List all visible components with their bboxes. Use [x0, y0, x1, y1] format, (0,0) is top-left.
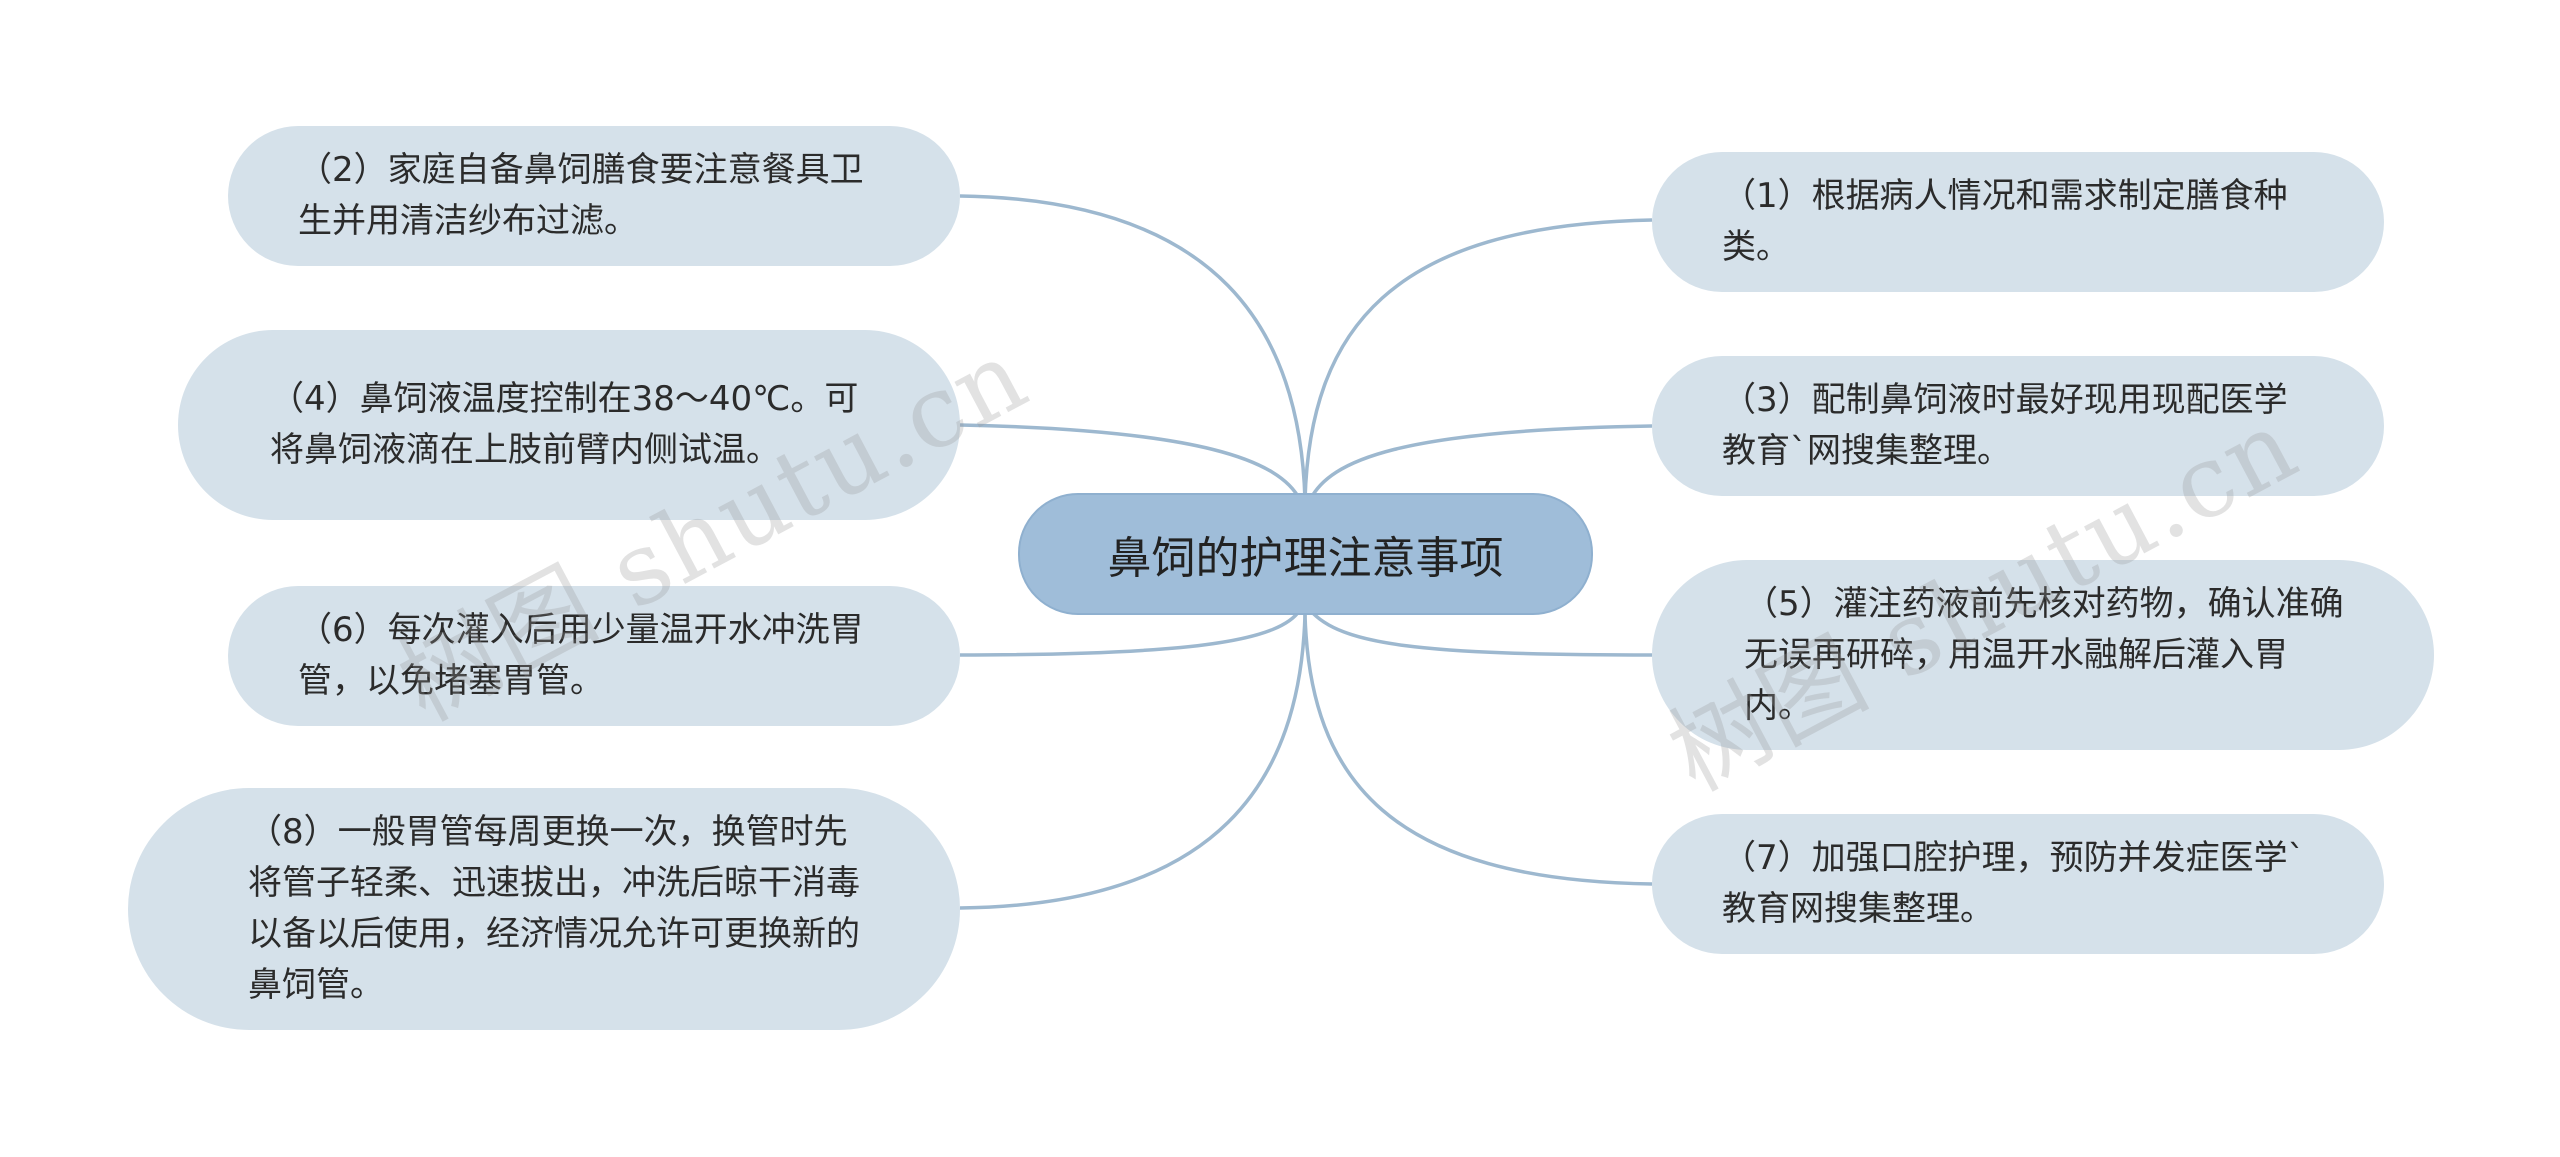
central-topic-label: 鼻饲的护理注意事项 [1107, 533, 1504, 584]
topic-node-6-text: （6）每次灌入后用少量温开水冲洗胃管，以免堵塞胃管。 [298, 610, 864, 701]
topic-node-7[interactable]: （7）加强口腔护理，预防并发症医学`教育网搜集整理。 [1652, 814, 2384, 954]
topic-node-5[interactable]: （5）灌注药液前先核对药物，确认准确无误再研碎，用温开水融解后灌入胃内。 [1652, 560, 2434, 750]
topic-node-3-text: （3）配制鼻饲液时最好现用现配医学教育`网搜集整理。 [1722, 380, 2288, 471]
topic-node-2-text: （2）家庭自备鼻饲膳食要注意餐具卫生并用清洁纱布过滤。 [298, 150, 864, 241]
topic-node-5-text: （5）灌注药液前先核对药物，确认准确无误再研碎，用温开水融解后灌入胃内。 [1744, 583, 2344, 726]
topic-node-4-text: （4）鼻饲液温度控制在38～40℃。可将鼻饲液滴在上肢前臂内侧试温。 [270, 379, 859, 470]
topic-node-8[interactable]: （8）一般胃管每周更换一次，换管时先将管子轻柔、迅速拔出，冲洗后晾干消毒以备以后… [128, 788, 960, 1030]
topic-node-1[interactable]: （1）根据病人情况和需求制定膳食种类。 [1652, 152, 2384, 292]
connector-n2 [959, 194, 1307, 501]
topic-node-3[interactable]: （3）配制鼻饲液时最好现用现配医学教育`网搜集整理。 [1652, 356, 2384, 496]
topic-node-4[interactable]: （4）鼻饲液温度控制在38～40℃。可将鼻饲液滴在上肢前臂内侧试温。 [178, 330, 960, 520]
connector-n7 [1303, 614, 1653, 886]
connector-n5 [1308, 608, 1653, 657]
connector-n6 [959, 608, 1302, 657]
central-topic[interactable]: 鼻饲的护理注意事项 [1018, 493, 1593, 615]
topic-node-6[interactable]: （6）每次灌入后用少量温开水冲洗胃管，以免堵塞胃管。 [228, 586, 960, 726]
topic-node-7-text: （7）加强口腔护理，预防并发症医学`教育网搜集整理。 [1722, 838, 2305, 929]
topic-node-1-text: （1）根据病人情况和需求制定膳食种类。 [1722, 176, 2288, 267]
connector-n4 [959, 423, 1302, 501]
topic-node-8-text: （8）一般胃管每周更换一次，换管时先将管子轻柔、迅速拔出，冲洗后晾干消毒以备以后… [248, 812, 860, 1005]
connector-n1 [1303, 218, 1653, 501]
topic-node-2[interactable]: （2）家庭自备鼻饲膳食要注意餐具卫生并用清洁纱布过滤。 [228, 126, 960, 266]
connector-n3 [1308, 424, 1653, 501]
connector-n8 [959, 614, 1307, 910]
